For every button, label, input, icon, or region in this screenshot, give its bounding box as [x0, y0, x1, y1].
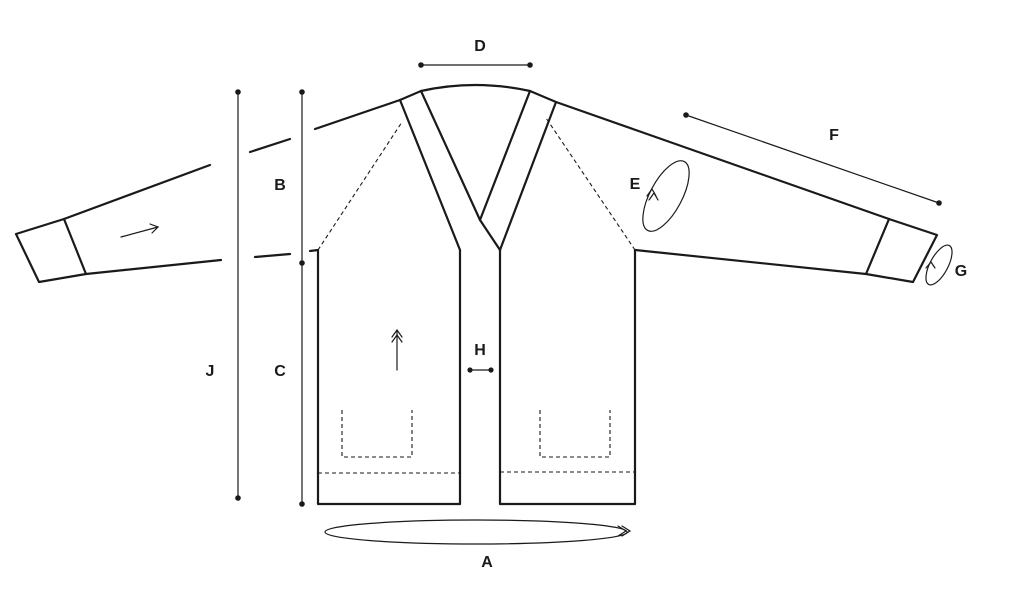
left-pocket [341, 410, 413, 458]
measure-B [299, 89, 305, 266]
measure-C [299, 262, 305, 507]
label-E: E [630, 176, 641, 193]
left-sleeve-direction-arrow [120, 223, 160, 238]
right-sleeve [554, 100, 891, 276]
label-J: J [206, 363, 215, 380]
measure-E [642, 160, 690, 232]
measure-F [683, 112, 942, 206]
body-direction-arrow [391, 328, 403, 371]
raglan-seams [317, 117, 636, 251]
label-G: G [955, 263, 967, 280]
measure-D [418, 62, 533, 68]
label-F: F [829, 127, 839, 144]
label-D: D [474, 38, 486, 55]
button-band [398, 83, 558, 252]
left-front [316, 248, 462, 506]
hem-ribbing [318, 471, 635, 474]
measure-H [467, 367, 494, 373]
right-cuff [864, 217, 939, 284]
label-A: A [481, 554, 493, 571]
left-cuff [14, 217, 88, 284]
label-H: H [474, 342, 486, 359]
measure-J [235, 89, 241, 501]
label-C: C [274, 363, 286, 380]
right-pocket [539, 410, 611, 458]
measure-G [925, 244, 953, 286]
measure-A [324, 519, 632, 545]
label-B: B [274, 177, 286, 194]
right-front [498, 248, 637, 506]
left-sleeve [62, 98, 402, 276]
